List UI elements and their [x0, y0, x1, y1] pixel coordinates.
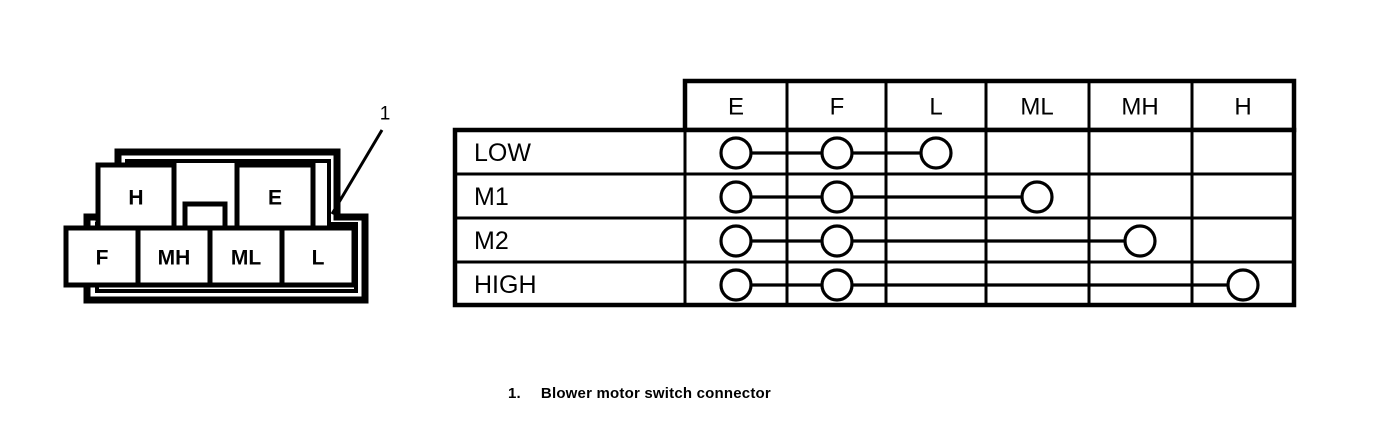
table-body-grid	[452, 127, 1297, 308]
caption-text: Blower motor switch connector	[540, 385, 771, 402]
connector-pin-E-label: E	[268, 187, 282, 210]
contact-LOW-F	[820, 136, 854, 170]
contact-HIGH-F	[820, 268, 854, 302]
table-row-M2: M2	[474, 224, 1157, 258]
contact-M2-E	[719, 224, 753, 258]
column-header-MH: MH	[1121, 94, 1158, 121]
connector-pin-H	[95, 162, 177, 231]
connector-pin-H-label: H	[128, 187, 143, 210]
callout-number-label: 1	[380, 104, 391, 125]
row-header-M1: M1	[474, 183, 509, 211]
contact-M2-F	[820, 224, 854, 258]
contact-M1-F	[820, 180, 854, 214]
connector-pin-F	[63, 225, 141, 288]
header-band	[682, 78, 1297, 133]
contact-M1-ML	[1020, 180, 1054, 214]
contact-M1-E	[719, 180, 753, 214]
row-header-M2: M2	[474, 227, 509, 255]
table-row-HIGH: HIGH	[474, 268, 1260, 302]
table-row-LOW: LOW	[474, 136, 953, 170]
blower-motor-switch-connector-figure: 1 H E F MH ML L	[40, 90, 420, 315]
contact-M2-MH	[1123, 224, 1157, 258]
column-header-H: H	[1234, 94, 1251, 121]
connector-pin-L	[279, 225, 357, 288]
caption-number: 1.	[508, 385, 521, 402]
contact-LOW-E	[719, 136, 753, 170]
table-header-row: E F L ML MH H	[682, 78, 1297, 133]
column-header-ML: ML	[1020, 94, 1053, 121]
connector-pin-L-label: L	[312, 247, 325, 270]
switch-continuity-table: E F L ML MH H	[452, 78, 1297, 308]
connector-center-notch	[182, 201, 228, 231]
connector-pin-ML	[207, 225, 285, 288]
connector-pin-E	[234, 162, 316, 231]
contact-LOW-L	[919, 136, 953, 170]
table-row-M1: M1	[474, 180, 1054, 214]
contact-HIGH-E	[719, 268, 753, 302]
row-header-HIGH: HIGH	[474, 271, 537, 299]
connector-pin-MH-label: MH	[158, 247, 191, 270]
row-header-LOW: LOW	[474, 139, 531, 167]
column-header-E: E	[728, 94, 744, 121]
connector-pin-ML-label: ML	[231, 247, 261, 270]
figure-caption: 1. Blower motor switch connector	[508, 385, 771, 402]
column-header-F: F	[830, 94, 845, 121]
connector-pin-F-label: F	[96, 247, 109, 270]
contact-HIGH-H	[1226, 268, 1260, 302]
column-header-L: L	[929, 94, 942, 121]
